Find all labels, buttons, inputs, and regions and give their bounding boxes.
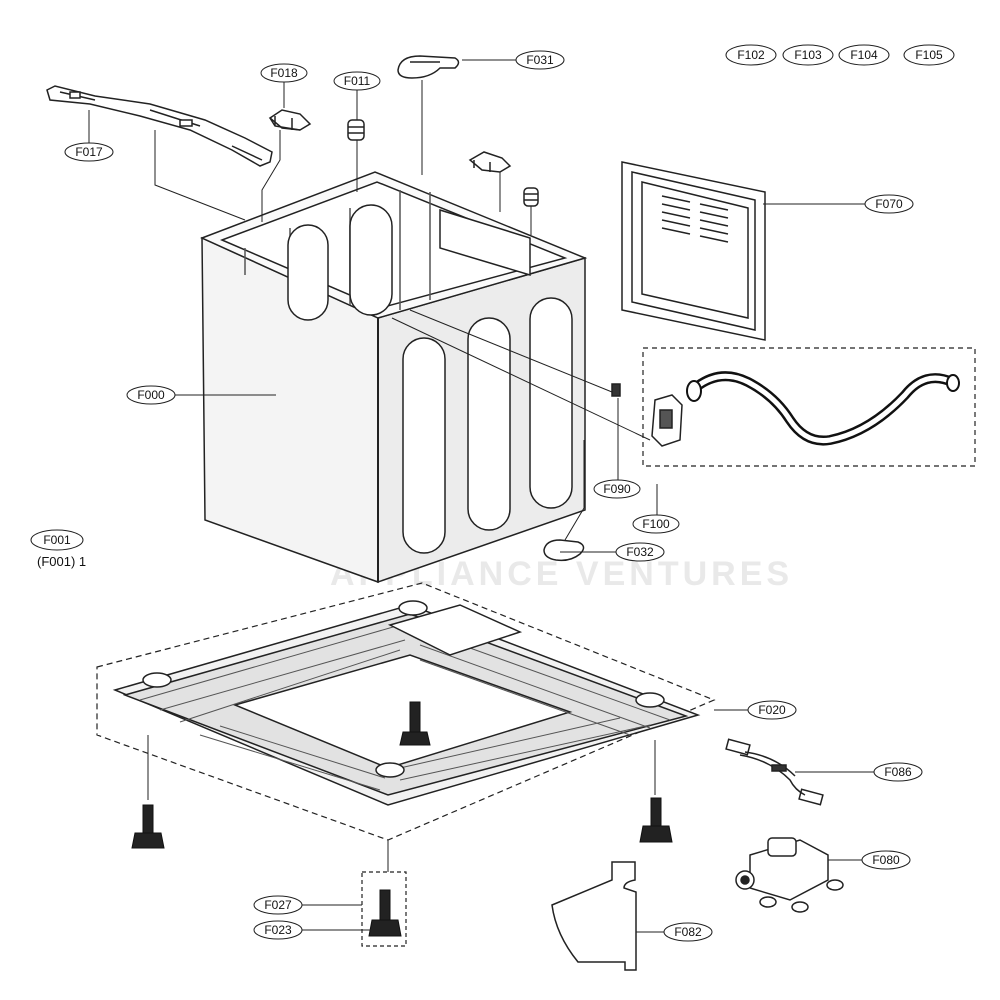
- label-F001: F001: [43, 533, 71, 547]
- base-frame-group-box: [96, 582, 716, 841]
- wire-harness: [725, 738, 824, 806]
- label-F018: F018: [270, 66, 298, 80]
- callout-F011: F011: [333, 71, 381, 91]
- label-F020: F020: [758, 703, 786, 717]
- label-F070: F070: [875, 197, 903, 211]
- damper-right: [523, 187, 539, 207]
- drain-hose-group-box: [642, 347, 976, 467]
- callout-F017: F017: [64, 142, 114, 162]
- callout-F031: F031: [515, 50, 565, 70]
- label-F090: F090: [603, 482, 631, 496]
- label-F102: F102: [737, 48, 765, 62]
- callout-F086: F086: [873, 762, 923, 782]
- leader-lines: [88, 59, 874, 933]
- callout-F070: F070: [864, 194, 914, 214]
- label-F082: F082: [674, 925, 702, 939]
- callout-F080: F080: [861, 850, 911, 870]
- rear-access-panel: [621, 161, 766, 341]
- drain-pump: [735, 837, 844, 913]
- hose-connector: [651, 394, 683, 447]
- callout-F104: F104: [838, 44, 890, 66]
- leveling-bolt-center: [399, 701, 431, 746]
- label-F103: F103: [794, 48, 822, 62]
- label-F017: F017: [75, 145, 103, 159]
- hose-clamp-top: [397, 55, 460, 79]
- damper-left: [347, 119, 365, 141]
- label-F105: F105: [915, 48, 943, 62]
- callout-F001: F001: [30, 529, 84, 551]
- small-clip: [611, 383, 621, 397]
- callout-F000: F000: [126, 385, 176, 405]
- leveling-bolt-right: [639, 797, 673, 843]
- callout-F027: F027: [253, 895, 303, 915]
- label-F023: F023: [264, 923, 292, 937]
- leveling-bolt-left: [131, 804, 165, 849]
- callout-F032: F032: [615, 542, 665, 562]
- label-F001-sub: (F001) 1: [37, 554, 86, 569]
- label-F104: F104: [850, 48, 878, 62]
- top-frame-bracket: [46, 85, 273, 167]
- clip-bracket-right: [468, 151, 512, 173]
- callout-F020: F020: [747, 700, 797, 720]
- label-F080: F080: [872, 853, 900, 867]
- callout-F023: F023: [253, 920, 303, 940]
- bracket-plate: [551, 861, 637, 971]
- label-F000: F000: [137, 388, 165, 402]
- hose-clamp-bottom: [543, 539, 585, 562]
- drain-hose: [686, 371, 960, 446]
- callout-F090: F090: [593, 479, 641, 499]
- base-frame: [112, 600, 701, 806]
- bolt-group-box: [361, 871, 407, 947]
- clip-bracket: [268, 109, 312, 131]
- label-F011: F011: [344, 74, 371, 88]
- callout-F103: F103: [782, 44, 834, 66]
- label-F031: F031: [526, 53, 554, 67]
- callout-F102: F102: [725, 44, 777, 66]
- callout-F082: F082: [663, 922, 713, 942]
- callout-F105: F105: [903, 44, 955, 66]
- label-F032: F032: [626, 545, 654, 559]
- callout-F018: F018: [260, 63, 308, 83]
- leveling-bolt-spare: [368, 889, 402, 937]
- callout-F100: F100: [632, 514, 680, 534]
- label-F086: F086: [884, 765, 912, 779]
- cabinet: [200, 171, 588, 584]
- label-F100: F100: [642, 517, 670, 531]
- label-F027: F027: [264, 898, 292, 912]
